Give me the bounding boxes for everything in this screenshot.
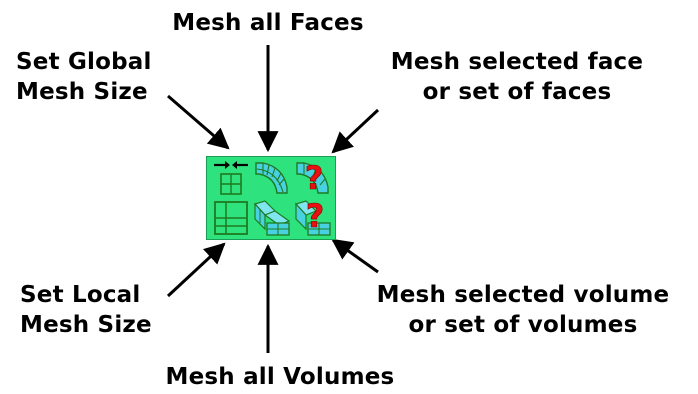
label-mesh-selected-volume: Mesh selected volume or set of volumes	[376, 282, 670, 338]
mesh-all-volumes-button[interactable]	[253, 199, 291, 237]
global-mesh-size-icon	[214, 161, 248, 195]
set-global-mesh-size-button[interactable]	[212, 159, 250, 197]
mesh-selected-volume-button[interactable]: ?	[294, 199, 332, 237]
svg-text:?: ?	[305, 159, 324, 197]
mesh-selected-face-icon: ?	[296, 159, 329, 197]
label-set-global-mesh-size: Set Global Mesh Size	[16, 49, 152, 105]
label-set-local-mesh-size: Set Local Mesh Size	[20, 282, 152, 338]
local-mesh-size-icon	[214, 201, 248, 235]
label-mesh-all-faces: Mesh all Faces	[172, 10, 364, 36]
arrow-mesh-selected-face	[331, 108, 380, 154]
arrow-local-mesh-size	[166, 242, 226, 298]
set-local-mesh-size-button[interactable]	[212, 199, 250, 237]
mesh-volumes-icon	[253, 200, 291, 236]
label-mesh-all-volumes: Mesh all Volumes	[165, 364, 395, 390]
meshing-toolbar: ?	[206, 156, 336, 240]
svg-text:?: ?	[306, 199, 325, 235]
mesh-selected-volume-icon: ?	[294, 199, 331, 236]
label-mesh-selected-face: Mesh selected face or set of faces	[390, 49, 644, 105]
mesh-faces-icon	[255, 162, 288, 194]
arrow-global-mesh-size	[167, 94, 230, 150]
mesh-selected-face-button[interactable]: ?	[294, 159, 332, 197]
arrow-mesh-selected-volume	[331, 238, 379, 274]
mesh-all-faces-button[interactable]	[253, 159, 291, 197]
